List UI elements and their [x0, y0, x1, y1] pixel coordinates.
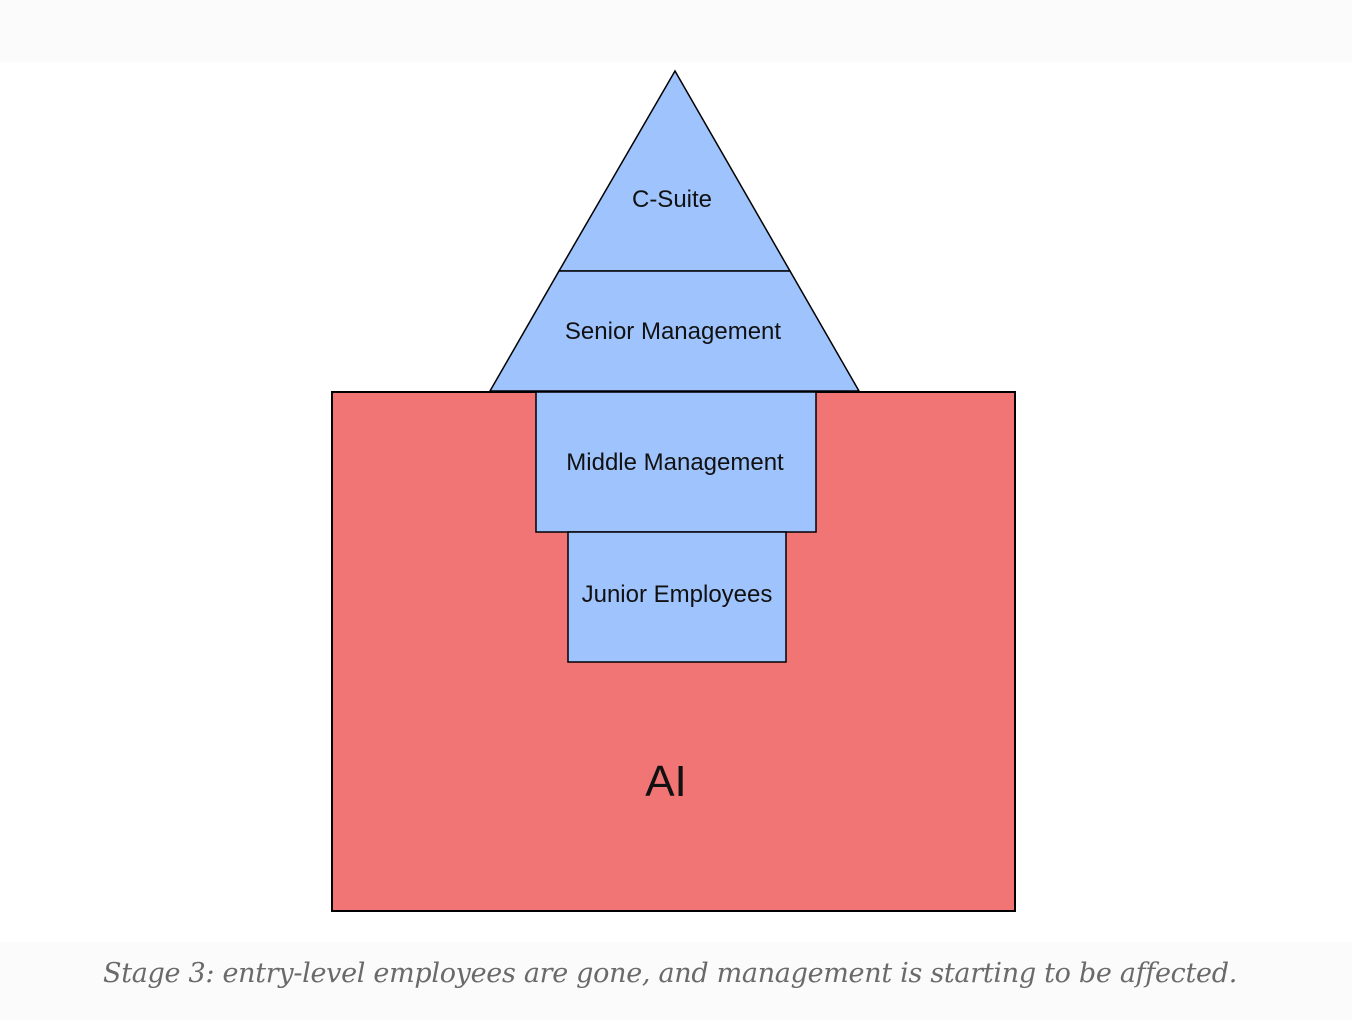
c-suite-layer — [557, 69, 792, 272]
junior-employees-label: Junior Employees — [582, 581, 773, 608]
middle-management-label: Middle Management — [566, 449, 784, 476]
junior-employees-layer — [567, 531, 787, 663]
senior-management-label: Senior Management — [565, 318, 781, 345]
c-suite-label: C-Suite — [632, 186, 712, 213]
senior-management-layer — [488, 270, 861, 392]
ai-label: AI — [645, 757, 687, 806]
middle-management-layer — [535, 391, 817, 533]
figure-caption: Stage 3: entry-level employees are gone,… — [103, 958, 1237, 989]
